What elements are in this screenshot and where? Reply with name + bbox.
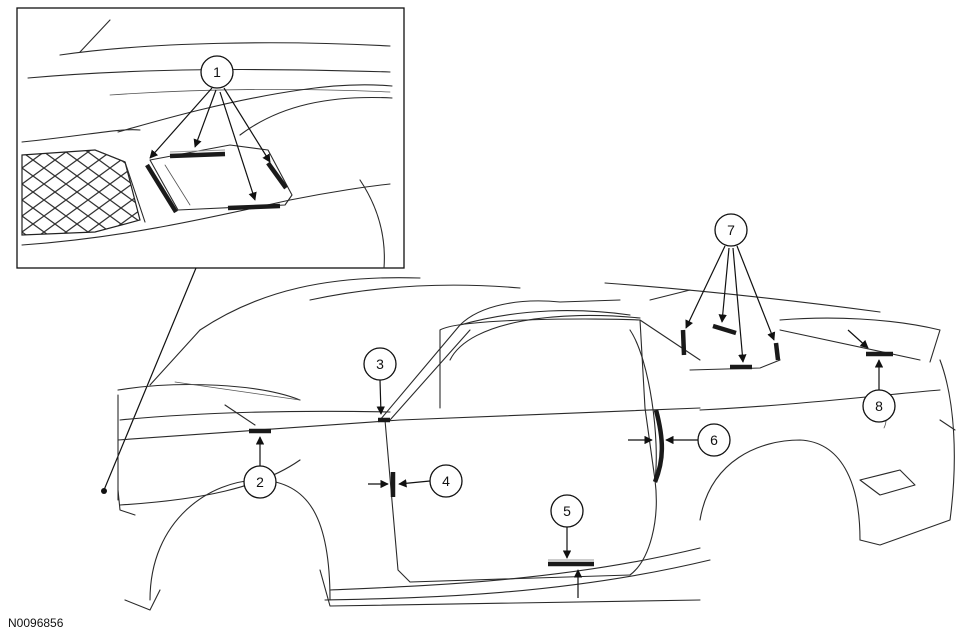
grille: [21, 149, 141, 236]
inset-leader-dot: [101, 488, 107, 494]
callout-2: 2: [243, 465, 277, 499]
callout-4-label: 4: [442, 473, 450, 489]
callout-6-label: 6: [710, 432, 718, 448]
callout-7: 7: [714, 213, 748, 247]
callout-1: 1: [200, 55, 234, 89]
callout-3-label: 3: [376, 356, 384, 372]
callout-2-label: 2: [256, 474, 264, 490]
callout-4: 4: [429, 464, 463, 498]
figure-reference-code: N0096856: [8, 616, 64, 630]
callout-5: 5: [550, 494, 584, 528]
inset-leader-line: [103, 267, 197, 491]
vehicle-side-view: [117, 277, 956, 611]
tape-marks: [249, 323, 893, 567]
callout-3: 3: [363, 347, 397, 381]
leader-arrows: [149, 87, 884, 598]
callout-8: 8: [862, 389, 896, 423]
callout-6: 6: [697, 423, 731, 457]
callout-5-label: 5: [563, 503, 571, 519]
callout-1-label: 1: [213, 64, 221, 80]
callout-7-label: 7: [727, 222, 735, 238]
inset-detail: [16, 7, 405, 269]
callout-8-label: 8: [875, 398, 883, 414]
